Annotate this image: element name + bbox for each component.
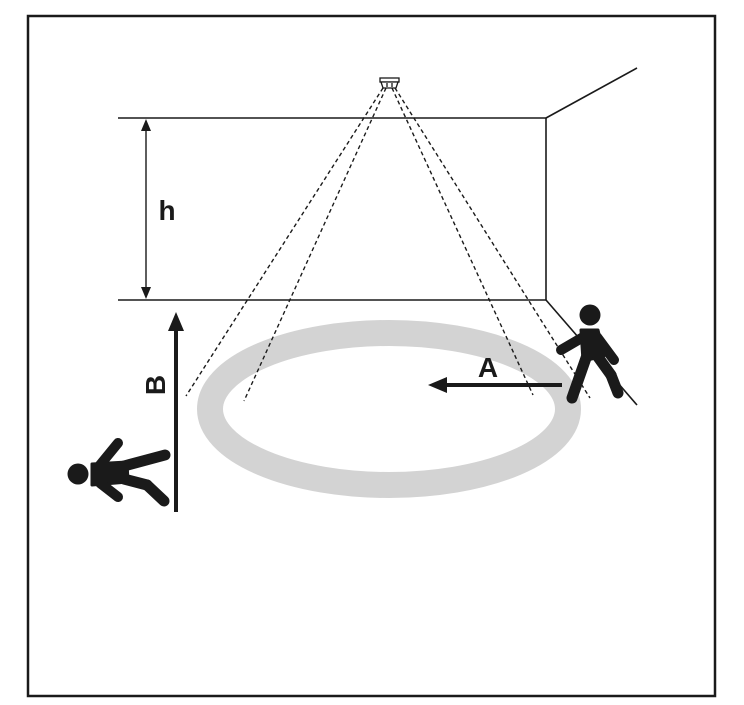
direction-arrow-b (168, 312, 184, 512)
direction-label-b: B (140, 375, 171, 395)
detection-cone (185, 87, 591, 402)
direction-arrow-a (428, 377, 562, 393)
detection-zone-ring (197, 320, 581, 498)
height-label: h (158, 195, 175, 226)
height-dimension (141, 119, 151, 299)
person-walking-icon (556, 304, 624, 404)
person-walking-icon (67, 438, 171, 507)
ceiling-motion-sensor-icon (379, 77, 400, 89)
direction-label-a: A (478, 352, 498, 383)
